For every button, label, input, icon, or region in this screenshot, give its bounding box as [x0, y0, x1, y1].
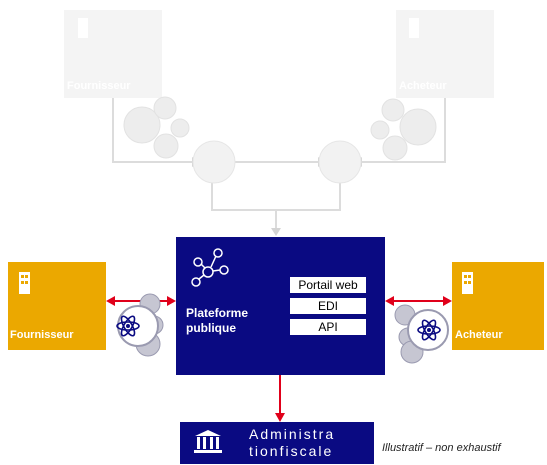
channel-portail-web: Portail web — [290, 277, 366, 293]
ghost-hub-left — [192, 140, 236, 184]
building-icon — [19, 272, 473, 294]
platform-title-line2: publique — [186, 321, 236, 335]
ghost-building-icon — [78, 18, 419, 38]
ghost-connectors — [112, 98, 446, 232]
platform-title-line1: Plateforme — [186, 306, 249, 320]
platform-title: Plateforme publique — [186, 306, 248, 336]
channel-api: API — [290, 319, 366, 335]
gears-atom-left-icon — [116, 293, 164, 357]
network-icon — [191, 248, 229, 287]
channel-edi: EDI — [290, 298, 366, 314]
ghost-supplier-label: Fournisseur — [67, 80, 131, 92]
gears-atom-right-icon — [394, 304, 449, 364]
illustrative-caption: Illustratif – non exhaustif — [382, 442, 501, 454]
buyer-label: Acheteur — [455, 329, 503, 341]
supplier-label: Fournisseur — [10, 329, 74, 341]
admin-label-line1: Administra — [249, 426, 336, 442]
government-building-icon — [194, 430, 222, 453]
admin-label-line2: tionfiscale — [249, 443, 334, 459]
ghost-gears-right-icon — [370, 98, 437, 161]
ghost-gears-left-icon — [123, 96, 190, 159]
ghost-hub-right — [318, 140, 362, 184]
ghost-buyer-label: Acheteur — [399, 80, 447, 92]
